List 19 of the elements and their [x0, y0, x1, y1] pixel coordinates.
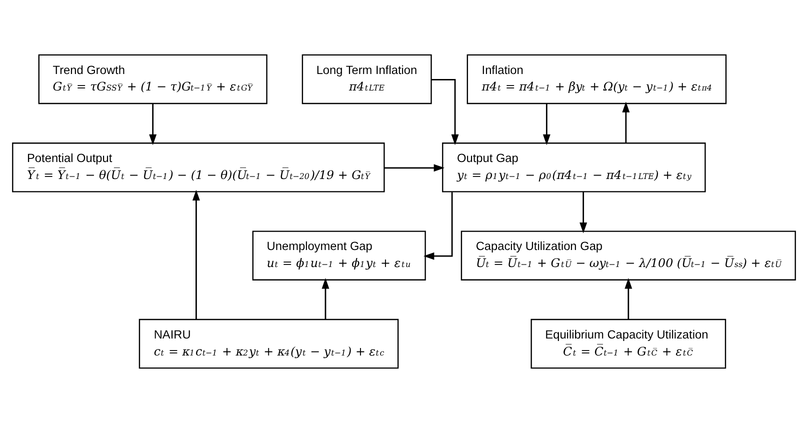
- arrow: [192, 190, 200, 320]
- arrow: [384, 164, 445, 172]
- arrow: [322, 278, 330, 320]
- node-box: Output Gap yt = ρ1yt−1 − ρ0(π4t−1 − π4t−1LTE) + εty: [442, 142, 706, 192]
- node-box: Trend Growth GtY̅ = τGSSY̅ + (1 − τ)Gt−1Y̅ + εtGY̅: [38, 54, 268, 104]
- arrow: [542, 104, 550, 146]
- node-box: Unemployment Gap ut = ϕ1ut−1 + ϕ1yt + εtu: [252, 230, 426, 280]
- arrow: [431, 79, 459, 146]
- node-box: Equilibrium Capacity Utilization C̅t = C̅t−1 + GtC̅ + εtC̅: [530, 318, 726, 369]
- node-box: Long Term Inflation π4tLTE: [302, 54, 432, 104]
- arrow: [624, 278, 632, 320]
- arrow: [149, 104, 157, 146]
- arrow: [580, 192, 588, 234]
- arrow: [622, 102, 630, 143]
- node-box: NAIRU ct = κ1ct−1 + κ2yt + κ4(yt − yt−1) + εtc: [138, 318, 399, 369]
- node-box: Potential Output Y̅t = Y̅t−1 − θ(U̅t − U̅t−1) − (1 − θ)(U̅t−1 − U̅t−20)/19 + GtY̅: [12, 142, 385, 192]
- arrow: [423, 192, 453, 260]
- node-box: Capacity Utilization Gap U̅t = U̅t−1 + GtU̅ − ωyt−1 − λ/100 (U̅t−1 − U̅ss) + εtU̅: [460, 230, 796, 280]
- node-box: Inflation π4t = π4t−1 + βyt + Ω(yt − yt−1) + εtπ4: [466, 54, 727, 104]
